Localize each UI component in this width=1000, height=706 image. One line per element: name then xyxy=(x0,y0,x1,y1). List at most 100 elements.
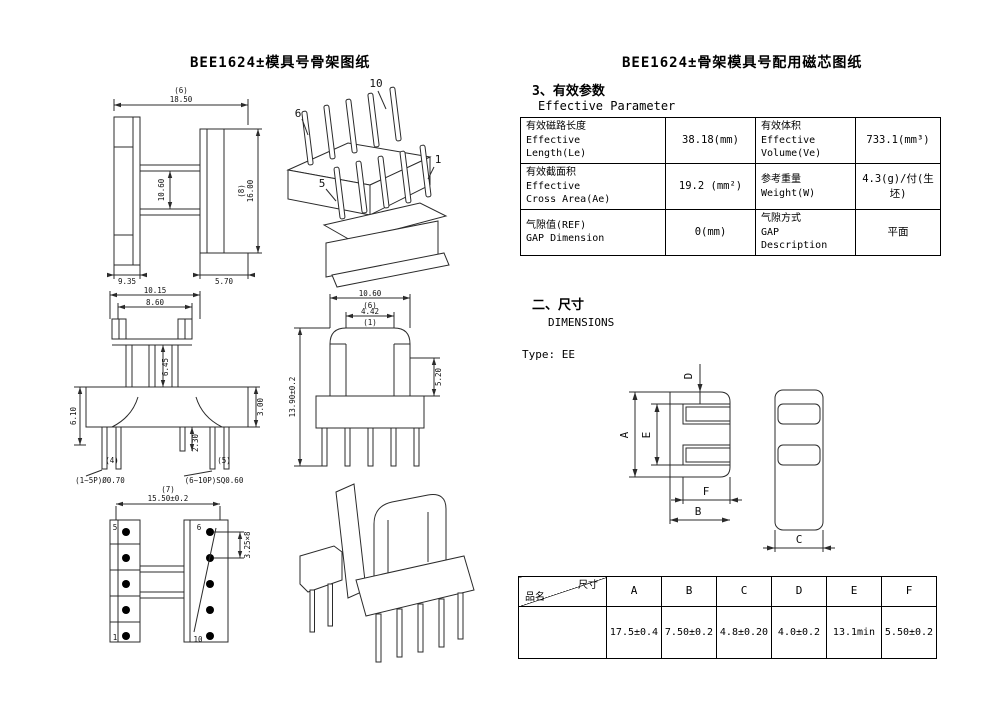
dim-4-42: 4.42 xyxy=(361,307,379,316)
ref-right: (8) xyxy=(237,184,246,198)
left-title: BEE1624±模具号骨架图纸 xyxy=(190,55,371,71)
product-name-cell xyxy=(518,606,607,659)
dim-5-70: 5.70 xyxy=(215,277,234,286)
top-view-geometry xyxy=(109,501,244,643)
value-cross-area: 19.2 (mm²) xyxy=(665,163,756,210)
effective-parameter-table: 有效磁路长度 Effective Length(Le) 38.18(mm) 有效… xyxy=(520,117,941,256)
core-label-D: D xyxy=(682,373,695,380)
pin-label-6: 6 xyxy=(295,107,302,120)
label-cn: 参考重量 xyxy=(761,174,801,185)
label-gap-dimension: 气隙值(REF) GAP Dimension xyxy=(520,209,666,256)
pin-note-left: (1~5P)Ø0.70 xyxy=(75,476,125,485)
drawing-isometric-top: 6 10 5 1 xyxy=(286,77,450,288)
pin-label-5-top: 5 xyxy=(113,523,118,532)
ee-core-geometry xyxy=(629,364,835,552)
label-en: Effective xyxy=(761,134,816,146)
dim-3-00: 3.00 xyxy=(256,397,265,416)
label-en: Effective xyxy=(526,134,581,146)
corner-size-label: 尺寸 xyxy=(578,580,598,591)
value-B: 7.50±0.2 xyxy=(661,606,717,659)
value-gap-dimension: 0(mm) xyxy=(665,209,756,256)
corner-cell: 尺寸 品名 xyxy=(518,576,607,607)
front-pins-geometry xyxy=(74,291,260,477)
dimensions-heading-en: DIMENSIONS xyxy=(548,316,615,329)
dim-6-45: 6.45 xyxy=(161,358,170,376)
type-label: Type: EE xyxy=(522,348,575,361)
col-header-C: C xyxy=(716,576,772,607)
value-effective-length: 38.18(mm) xyxy=(665,117,756,164)
effective-row-2: 有效截面积 Effective Cross Area(Ae) 19.2 (mm²… xyxy=(520,163,941,210)
value-gap-description: 平面 xyxy=(855,209,941,256)
isometric-bottom-geometry xyxy=(299,483,475,663)
effective-heading-en: Effective Parameter xyxy=(538,99,676,113)
dimension-table: 尺寸 品名 A B C D E F 17.5±0.4 7.50±0.2 4.8±… xyxy=(518,576,937,659)
core-label-C: C xyxy=(796,533,803,546)
pin-label-10-top: 10 xyxy=(193,635,203,644)
value-D: 4.0±0.2 xyxy=(771,606,827,659)
dimension-table-header: 尺寸 品名 A B C D E F xyxy=(518,576,937,607)
label-en: Weight(W) xyxy=(761,187,816,199)
pin-label-6-top: 6 xyxy=(197,523,202,532)
label-effective-volume: 有效体积 Effective Volume(Ve) xyxy=(755,117,856,164)
label-cn: 有效截面积 xyxy=(526,167,576,179)
label-en: Effective xyxy=(526,180,581,192)
col-header-B: B xyxy=(661,576,717,607)
drawing-top-view: (7) 15.50±0.2 3.25×8 5 6 1 10 xyxy=(109,485,252,644)
front-core-geometry xyxy=(294,294,440,467)
col-header-A: A xyxy=(606,576,662,607)
label-cn: 气隙值(REF) xyxy=(526,219,587,231)
pin-label-1-top: 1 xyxy=(113,633,118,642)
dim-8-60: 8.60 xyxy=(146,298,165,307)
dim-16-00: 16.00 xyxy=(246,179,255,202)
dim-3-25x8: 3.25×8 xyxy=(243,531,252,559)
dim-9-35: 9.35 xyxy=(118,277,136,286)
effective-row-3: 气隙值(REF) GAP Dimension 0(mm) 气隙方式 GAP De… xyxy=(520,209,941,256)
dim-13-90: 13.90±0.2 xyxy=(288,377,297,418)
pin-label-1: 1 xyxy=(435,153,442,166)
side-view-geometry xyxy=(107,99,262,279)
isometric-top-geometry xyxy=(286,86,450,288)
drawing-side-view: (6) 18.50 10.60 (8) 16.00 9.35 5.70 xyxy=(107,86,262,286)
label-effective-length: 有效磁路长度 Effective Length(Le) xyxy=(520,117,666,164)
label-en: GAP Dimension xyxy=(526,233,605,245)
ref-note-right: (5) xyxy=(217,456,231,465)
label-cn: 有效体积 xyxy=(761,121,801,133)
right-title: BEE1624±骨架模具号配用磁芯图纸 xyxy=(622,55,863,71)
dim-15-50: 15.50±0.2 xyxy=(148,494,189,503)
ref-top-core: (6) xyxy=(363,301,377,310)
value-weight: 4.3(g)/付(生坯) xyxy=(855,163,941,210)
core-label-F: F xyxy=(703,485,710,498)
label-en2: Length(Le) xyxy=(526,148,587,160)
pin-note-right: (6~10P)SQ0.60 xyxy=(185,476,244,485)
drawing-front-pins: 10.15 8.60 6.45 6.10 3.00 2.30 (4) (1~5P… xyxy=(69,286,265,485)
label-cross-area: 有效截面积 Effective Cross Area(Ae) xyxy=(520,163,666,210)
value-C: 4.8±0.20 xyxy=(716,606,772,659)
core-label-E: E xyxy=(640,432,653,439)
label-en: GAP Description xyxy=(761,226,828,252)
col-header-F: F xyxy=(881,576,937,607)
ref-inner-core: (1) xyxy=(363,318,377,327)
dim-10-15: 10.15 xyxy=(144,286,167,295)
value-effective-volume: 733.1(mm³) xyxy=(855,117,941,164)
dim-10-60-core: 10.60 xyxy=(359,289,382,298)
core-label-A: A xyxy=(618,431,631,438)
dim-18-50: 18.50 xyxy=(170,95,193,104)
label-gap-description: 气隙方式 GAP Description xyxy=(755,209,856,256)
corner-name-label: 品名 xyxy=(525,591,545,603)
drawing-front-core: 10.60 (6) 4.42 (1) 13.90±0.2 5.20 xyxy=(288,289,443,467)
pin-label-10: 10 xyxy=(369,77,382,90)
ref-note-left: (4) xyxy=(105,456,119,465)
label-cn: 气隙方式 xyxy=(761,213,801,224)
value-A: 17.5±0.4 xyxy=(606,606,662,659)
effective-heading-cn: 3、有效参数 xyxy=(532,84,605,99)
drawing-isometric-bottom xyxy=(299,483,475,663)
value-E: 13.1min xyxy=(826,606,882,659)
dimension-table-values: 17.5±0.4 7.50±0.2 4.8±0.20 4.0±0.2 13.1m… xyxy=(518,606,937,659)
pin-label-5: 5 xyxy=(319,177,326,190)
value-F: 5.50±0.2 xyxy=(881,606,937,659)
ref-top-view: (7) xyxy=(161,485,175,494)
col-header-D: D xyxy=(771,576,827,607)
label-en2: Cross Area(Ae) xyxy=(526,194,611,206)
dim-10-60: 10.60 xyxy=(157,178,166,201)
